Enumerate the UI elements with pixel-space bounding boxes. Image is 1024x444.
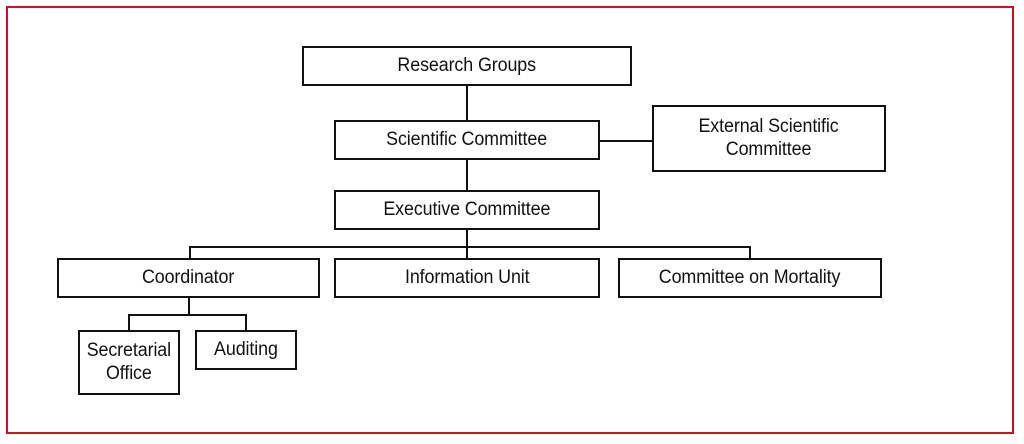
node-external-scientific-committee-label: External Scientific Committee (698, 116, 840, 160)
node-coordinator[interactable]: Coordinator (57, 258, 320, 298)
connector-bus-to-committee-on-mortality (749, 246, 751, 258)
connector-executive-committee-stem (466, 230, 468, 248)
node-secretarial-office[interactable]: Secretarial Office (78, 330, 180, 395)
node-coordinator-label: Coordinator (142, 266, 235, 288)
node-committee-on-mortality[interactable]: Committee on Mortality (618, 258, 882, 298)
connector-row4-bus (189, 246, 751, 248)
connector-row5-bus (128, 314, 247, 316)
node-external-scientific-committee[interactable]: External Scientific Committee (652, 105, 886, 172)
node-scientific-committee[interactable]: Scientific Committee (334, 120, 600, 160)
node-executive-committee-label: Executive Committee (383, 198, 551, 220)
node-research-groups-label: Research Groups (397, 54, 537, 76)
node-secretarial-office-label: Secretarial Office (86, 340, 172, 384)
node-auditing-label: Auditing (214, 338, 278, 360)
connector-bus-to-coordinator (189, 246, 191, 258)
node-scientific-committee-label: Scientific Committee (386, 128, 548, 150)
node-committee-on-mortality-label: Committee on Mortality (659, 266, 841, 288)
node-executive-committee[interactable]: Executive Committee (334, 190, 600, 230)
node-information-unit-label: Information Unit (404, 266, 530, 288)
node-auditing[interactable]: Auditing (195, 330, 297, 370)
connector-bus-to-information-unit (466, 246, 468, 258)
node-research-groups[interactable]: Research Groups (302, 46, 632, 86)
node-information-unit[interactable]: Information Unit (334, 258, 600, 298)
connector-coordinator-stem (188, 298, 190, 316)
connector-scientific-committee-to-external-scientific-committee (600, 140, 652, 142)
connector-scientific-committee-to-executive-committee (466, 160, 468, 190)
connector-bus-to-auditing (245, 314, 247, 330)
connector-research-groups-to-scientific-committee (466, 86, 468, 120)
connector-bus-to-secretarial-office (128, 314, 130, 330)
